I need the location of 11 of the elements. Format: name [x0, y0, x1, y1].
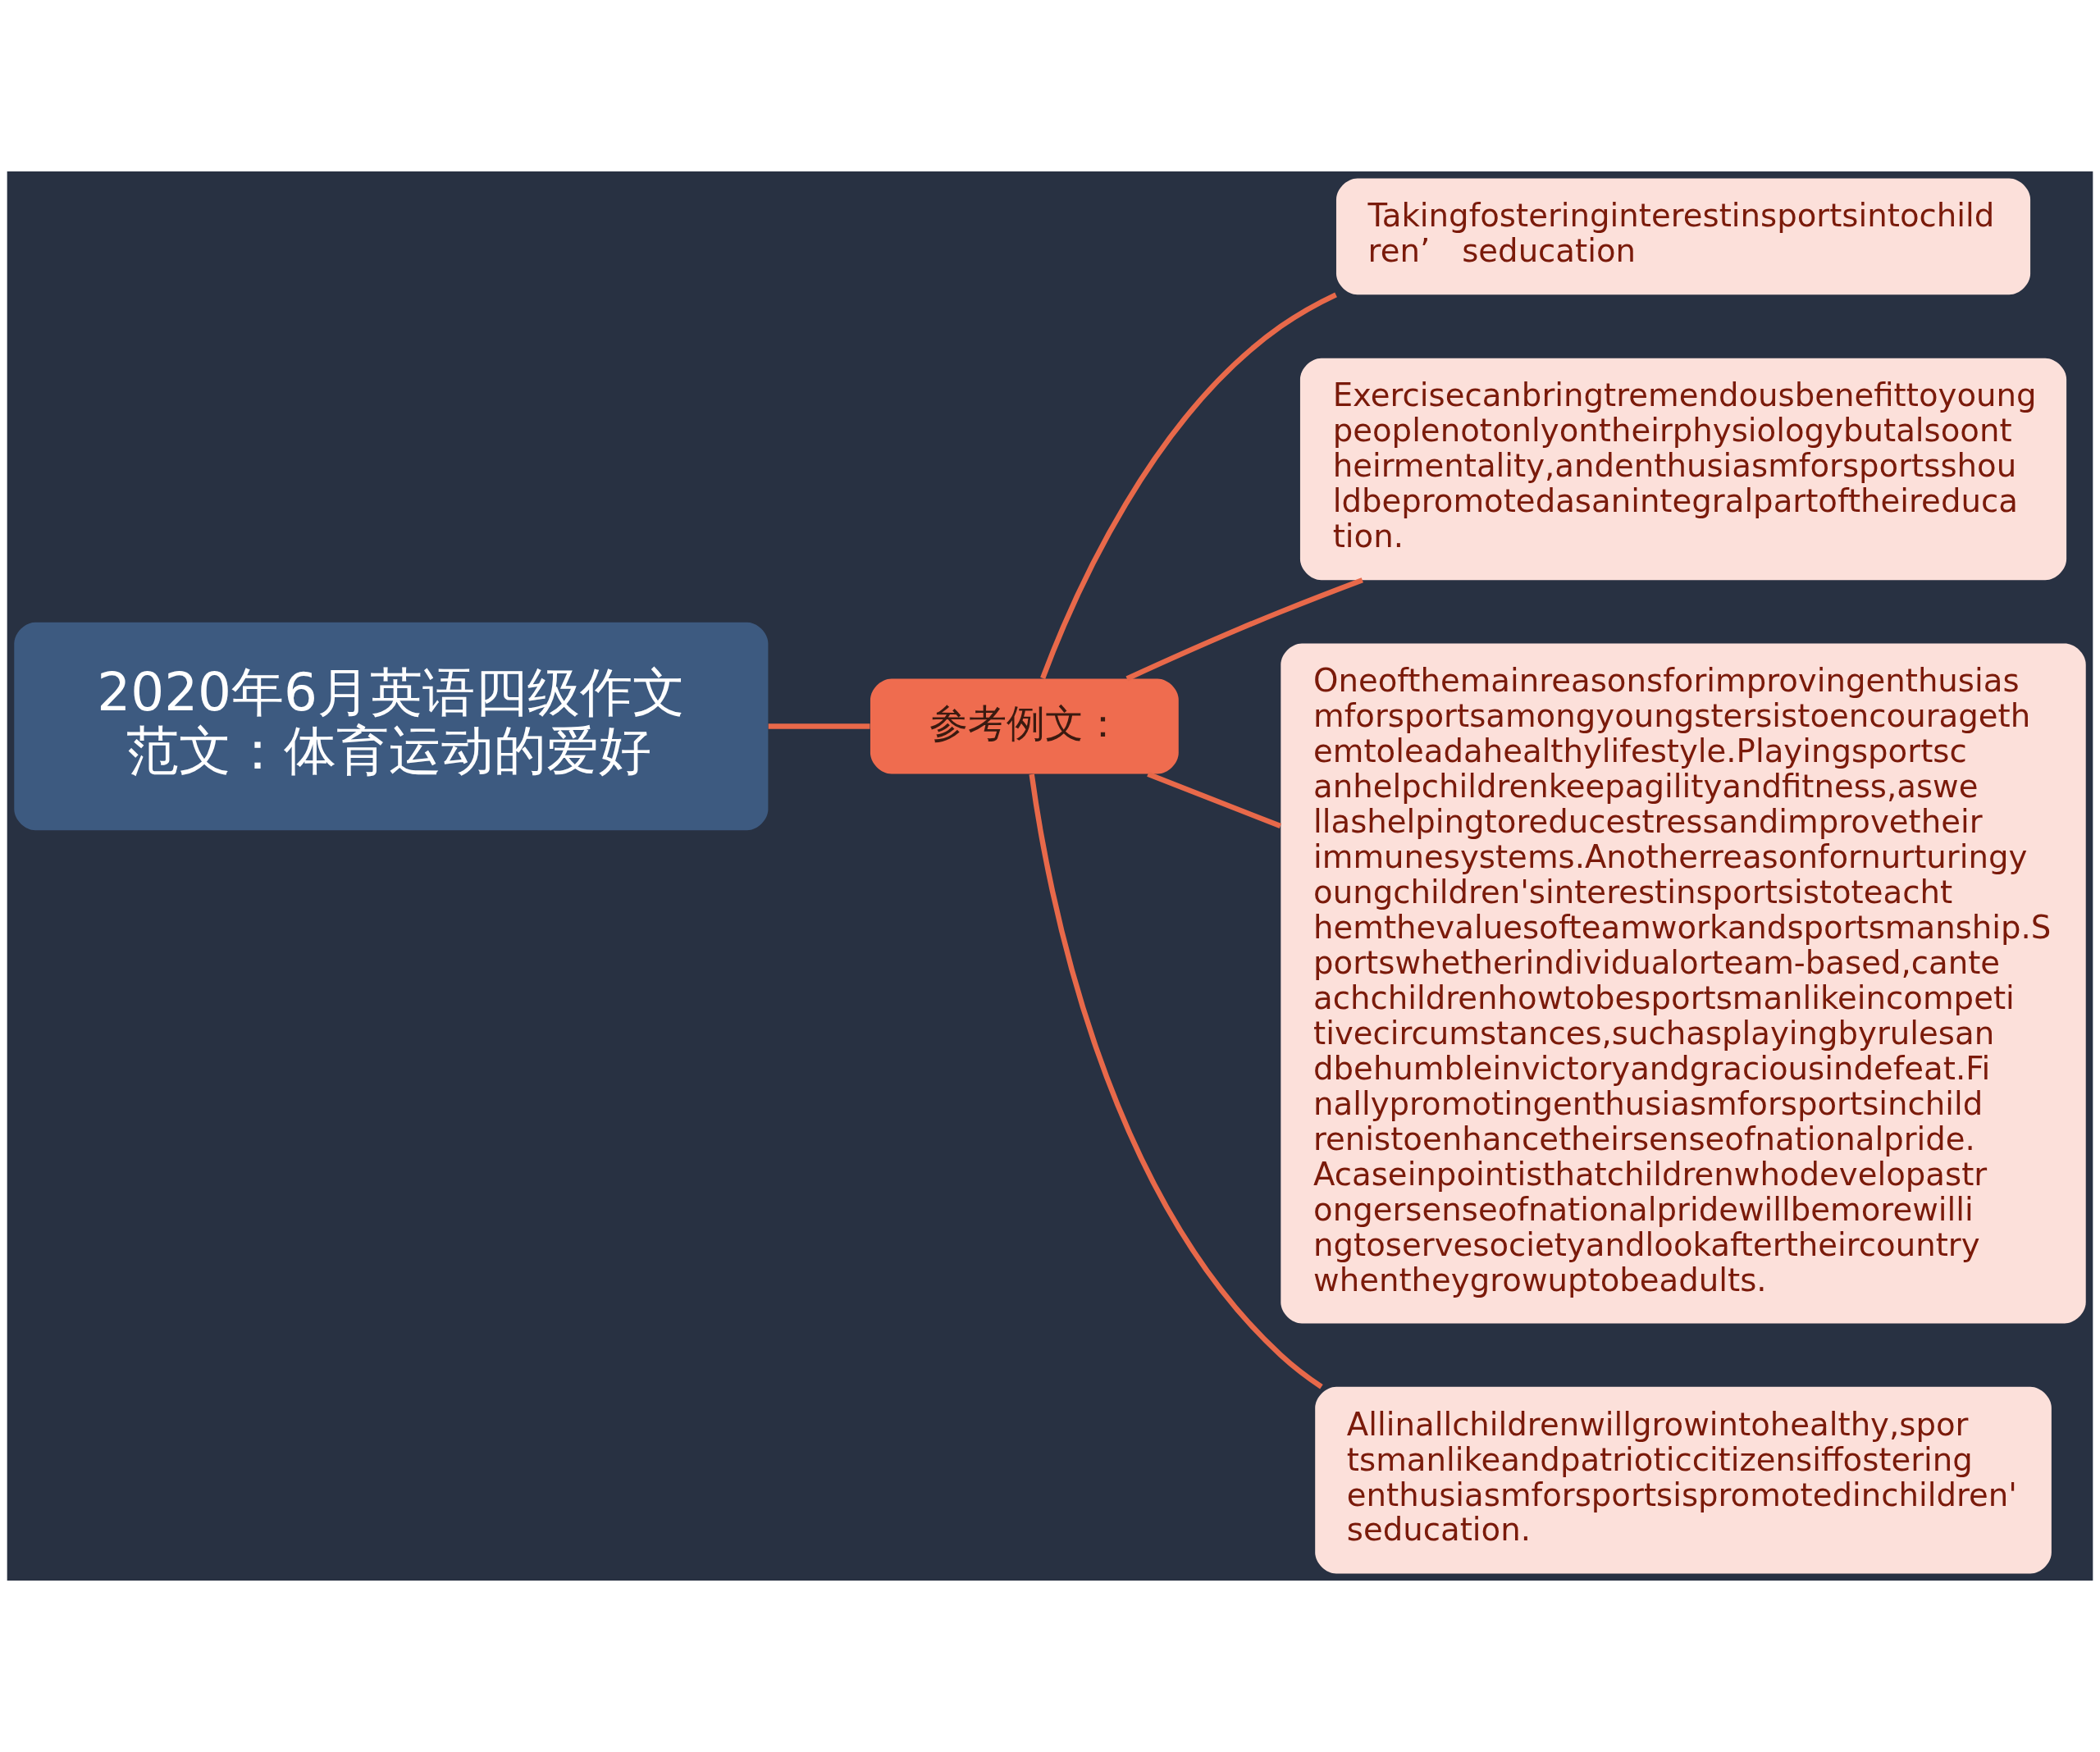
node-box: 参考例文： [870, 678, 1179, 774]
connector [1029, 773, 1323, 1389]
connector [1125, 577, 1363, 682]
node-box: Takingfosteringinterestinsportsintochildren’ seducation [1335, 178, 2031, 295]
node-box: Oneofthemainreasonsforimprovingenthusiasmforsportsamongyoungstersistoencouragethemtoleadahealthylifestyle.Playingsportscanhelpchildrenkeepagilityandfitness,aswellashelpingtoreducestressandimprovetheirimmunesystems.Anotherreasonfornurturingyoungchildren'sinterestinsportsistoteachthemthevaluesofteamworkandsportsmanship.Sportswhetherindividualorteam-based,canteachchildrenhowtobesportsmanlikeincompetitivecircumstances,suchasplayingbyrulesandbehumbleinvictoryandgraciousindefeat.Finallypromotingenthusiasmforsportsinchildrenistoenhancetheirsenseofnationalpride.Acaseinpointisthatchildrenwhodevelopastrongersenseofnationalpridewillbemorewillingtoservesocietyandlookaftertheircountrywhentheygrowuptobeadults. [1281, 643, 2086, 1324]
connector [1147, 771, 1282, 829]
connector [768, 723, 870, 729]
node-box: Exercisecanbringtremendousbenefittoyoungpeoplenotonlyontheirphysiologybutalsoontheirmentality,andenthusiasmforsportsshouldbepromotedasanintegralpartoftheireducation. [1299, 358, 2067, 581]
node-box: 2020年6月英语四级作文范文：体育运动的爱好 [14, 622, 769, 831]
connector [1040, 292, 1337, 679]
node-box: Allinallchildrenwillgrowintohealthy,sportsmanlikeandpatrioticcitizensiffosteringenthusiasmforsportsispromotedinchildren'seducation. [1315, 1386, 2052, 1574]
